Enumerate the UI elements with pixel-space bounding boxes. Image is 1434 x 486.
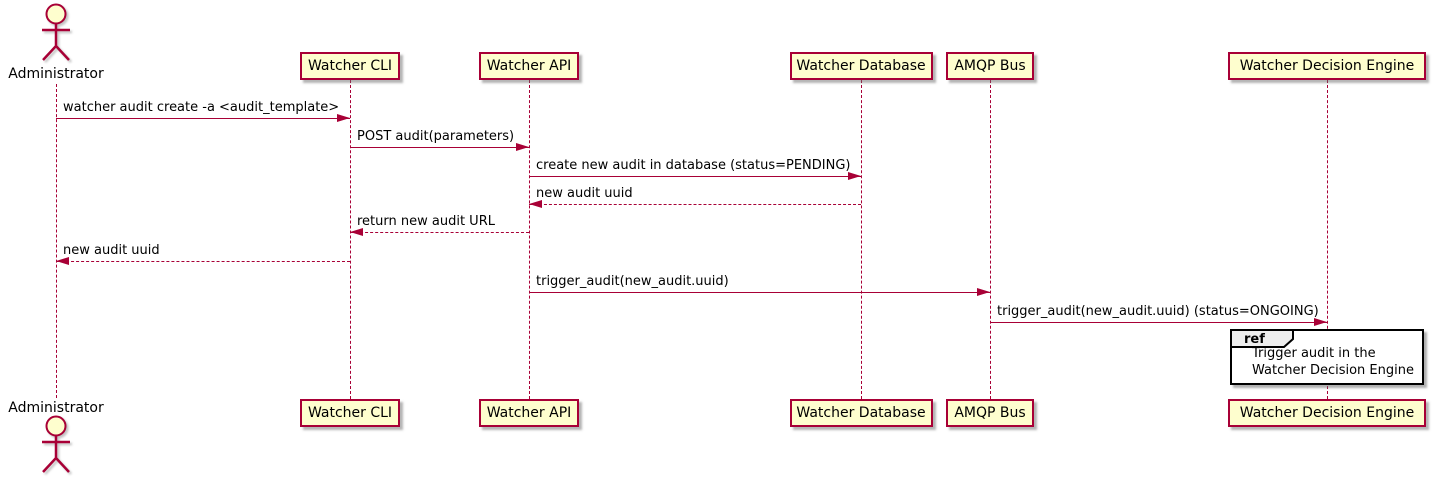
message-arrow-line [529,204,861,205]
ref-text-line2: Watcher Decision Engine [1252,363,1414,378]
participant-watcher-database-bottom: Watcher Database [789,399,933,427]
lifeline-administrator [56,84,57,398]
lifeline-watcher-decision-engine [1327,80,1328,399]
participant-watcher-api-bottom: Watcher API [479,399,579,427]
message-arrow-line [350,147,529,148]
message-arrow-line [56,261,350,262]
message-arrow-line [529,292,990,293]
message-label: trigger_audit(new_audit.uuid) [536,274,729,289]
message-arrowhead [848,172,861,180]
message-arrowhead [516,143,529,151]
actor-label-bottom: Administrator [8,400,104,416]
actor-icon [42,415,70,473]
message-label: watcher audit create -a <audit_template> [63,100,340,115]
message-label: trigger_audit(new_audit.uuid) (status=ON… [997,304,1319,319]
participant-amqp-bus-top: AMQP Bus [946,52,1034,80]
message-arrowhead [337,114,350,122]
message-arrow-line [56,118,350,119]
participant-watcher-database-top: Watcher Database [789,52,933,80]
participant-watcher-decision-engine-bottom: Watcher Decision Engine [1228,399,1426,427]
actor-administrator-bottom [33,415,79,477]
message-label: create new audit in database (status=PEN… [536,158,851,173]
message-arrowhead [1314,318,1327,326]
message-label: POST audit(parameters) [357,129,515,144]
actor-icon [42,3,70,61]
message-label: new audit uuid [63,243,160,258]
message-arrowhead [350,228,363,236]
participant-watcher-cli-bottom: Watcher CLI [300,399,400,427]
ref-text-line1: Trigger audit in the [1252,346,1376,361]
actor-administrator-top [33,3,79,65]
participant-watcher-cli-top: Watcher CLI [300,52,400,80]
lifeline-amqp-bus [990,80,991,399]
participant-watcher-api-top: Watcher API [479,52,579,80]
lifeline-watcher-cli [350,80,351,399]
message-arrowhead [56,257,69,265]
message-arrow-line [529,176,861,177]
lifeline-watcher-database [861,80,862,399]
message-arrow-line [990,322,1327,323]
actor-label-top: Administrator [8,66,104,82]
message-label: new audit uuid [536,186,633,201]
participant-amqp-bus-bottom: AMQP Bus [946,399,1034,427]
message-arrowhead [977,288,990,296]
message-label: return new audit URL [357,214,495,229]
lifeline-watcher-api [529,80,530,399]
ref-keyword: ref [1244,332,1265,347]
ref-pentagon [1230,329,1298,353]
message-arrow-line [350,232,529,233]
ref-pentagon-icon [1230,329,1294,348]
message-arrowhead [529,200,542,208]
participant-watcher-decision-engine-top: Watcher Decision Engine [1228,52,1426,80]
